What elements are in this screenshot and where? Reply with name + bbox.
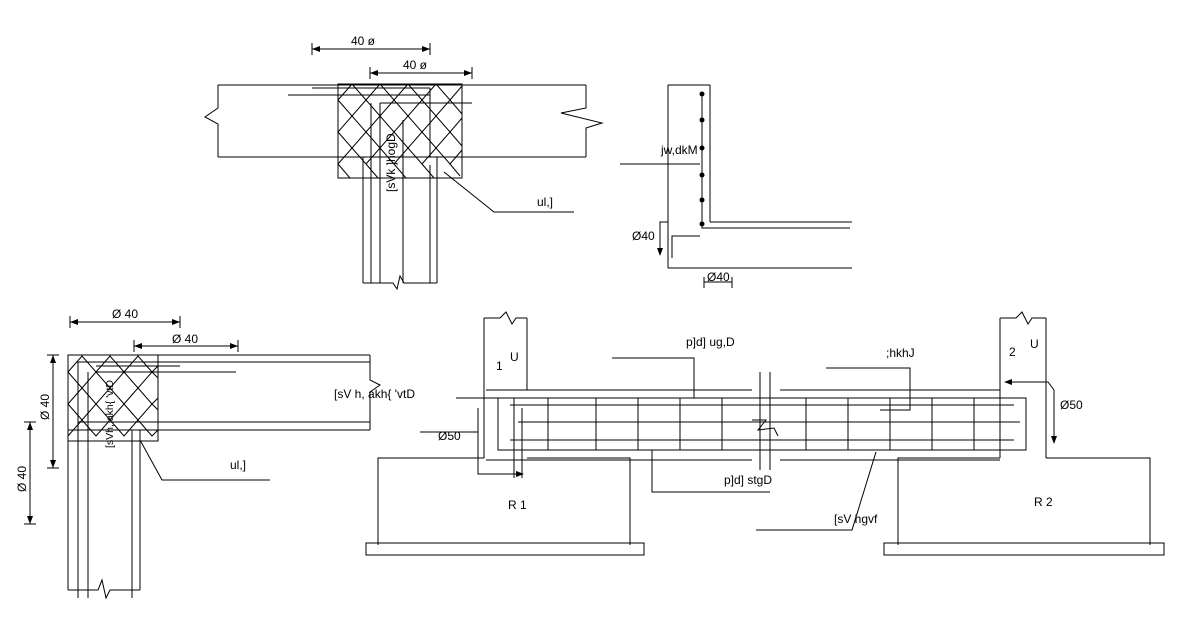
- column-number: 1: [496, 359, 503, 373]
- note-label: ul,]: [230, 458, 246, 472]
- wall-label: jw,dkM: [660, 143, 698, 157]
- top-junction-detail: 40 ø 40 ø [sVk ]hogD ul,]: [204, 34, 604, 291]
- dimension-label: Ø40: [632, 229, 655, 243]
- corner-junction-detail: Ø 40 Ø 40 Ø 40 Ø 40 [sVh, akh{ 'vtD ul,]: [15, 307, 381, 600]
- support-label-1: R 1: [508, 498, 527, 512]
- dimension-label: Ø 40: [112, 307, 138, 321]
- bottom-bar-label: p]d] stgD: [724, 473, 772, 487]
- dimension-label: Ø 40: [172, 332, 198, 346]
- dimension-label: Ø50: [1060, 398, 1083, 412]
- side-bar-label: [sV h, akh{ 'vtD: [334, 387, 415, 401]
- column-number: 2: [1009, 345, 1016, 359]
- dimension-label: 40 ø: [351, 34, 376, 48]
- dimension-label: Ø 40: [15, 466, 29, 492]
- dimension-label: Ø 40: [38, 394, 52, 420]
- stirrup-label: ;hkhJ: [886, 346, 915, 360]
- dimension-label: Ø40: [707, 270, 730, 284]
- dimension-label: Ø50: [438, 429, 461, 443]
- column-letter: U: [1030, 337, 1039, 351]
- dimension-label: 40 ø: [403, 58, 428, 72]
- hook-label: [sV hgvf: [834, 512, 878, 526]
- bar-label: [sVh, akh{ 'vtD: [104, 380, 116, 448]
- note-label: ul,]: [537, 195, 553, 209]
- column-bar-label: [sVk ]hogD: [384, 133, 398, 192]
- wall-slab-detail: jw,dkM Ø40 Ø40: [620, 84, 852, 288]
- support-label-2: R 2: [1034, 495, 1053, 509]
- beam-elevation: 1 U 2 U p]d] ug,D ;hkhJ [sV h, akh{ 'vtD…: [334, 311, 1165, 556]
- column-letter: U: [510, 350, 519, 364]
- top-bar-label: p]d] ug,D: [686, 335, 735, 349]
